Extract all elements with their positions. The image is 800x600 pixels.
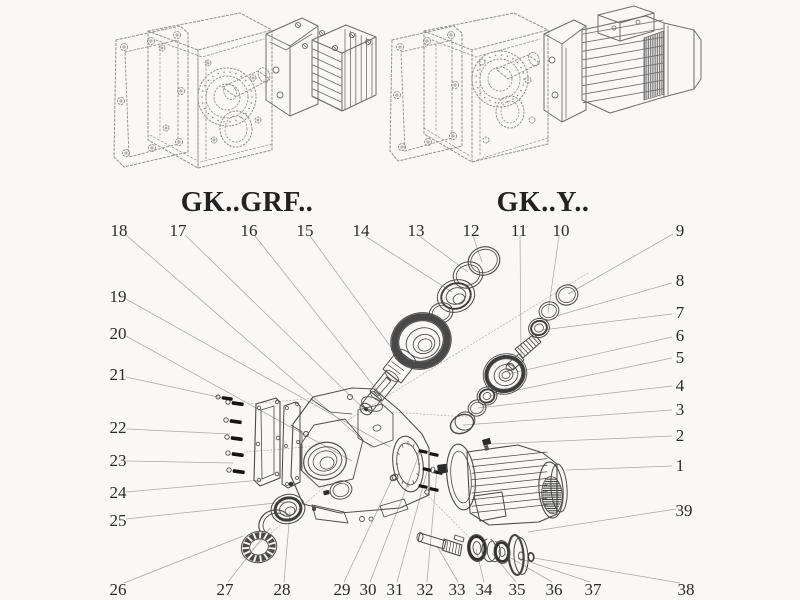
svg-text:14: 14 <box>353 221 371 240</box>
svg-text:38: 38 <box>678 580 695 599</box>
svg-text:6: 6 <box>676 326 685 345</box>
svg-text:GK..Y..: GK..Y.. <box>497 187 590 218</box>
svg-text:1: 1 <box>676 456 685 475</box>
svg-text:11: 11 <box>511 221 527 240</box>
svg-text:15: 15 <box>297 221 314 240</box>
svg-text:9: 9 <box>676 221 685 240</box>
svg-text:13: 13 <box>408 221 425 240</box>
svg-text:4: 4 <box>676 376 685 395</box>
svg-text:34: 34 <box>476 580 494 599</box>
svg-text:26: 26 <box>110 580 127 599</box>
svg-text:32: 32 <box>417 580 434 599</box>
svg-text:39: 39 <box>676 501 693 520</box>
svg-text:36: 36 <box>546 580 563 599</box>
svg-text:24: 24 <box>110 483 128 502</box>
svg-text:2: 2 <box>676 426 685 445</box>
svg-text:8: 8 <box>676 271 685 290</box>
svg-text:22: 22 <box>110 418 127 437</box>
svg-text:12: 12 <box>463 221 480 240</box>
svg-text:29: 29 <box>334 580 351 599</box>
svg-text:37: 37 <box>585 580 603 599</box>
svg-text:19: 19 <box>110 287 127 306</box>
svg-text:23: 23 <box>110 451 127 470</box>
svg-text:35: 35 <box>509 580 526 599</box>
svg-text:7: 7 <box>676 303 685 322</box>
svg-text:33: 33 <box>449 580 466 599</box>
svg-text:25: 25 <box>110 511 127 530</box>
svg-text:18: 18 <box>111 221 128 240</box>
svg-text:31: 31 <box>387 580 404 599</box>
svg-text:16: 16 <box>241 221 258 240</box>
svg-text:10: 10 <box>553 221 570 240</box>
svg-text:21: 21 <box>110 365 127 384</box>
svg-text:28: 28 <box>274 580 291 599</box>
svg-text:3: 3 <box>676 400 685 419</box>
svg-text:27: 27 <box>217 580 235 599</box>
svg-text:17: 17 <box>170 221 188 240</box>
svg-text:5: 5 <box>676 348 685 367</box>
svg-text:30: 30 <box>360 580 377 599</box>
svg-text:GK..GRF..: GK..GRF.. <box>181 187 314 218</box>
svg-text:20: 20 <box>110 324 127 343</box>
